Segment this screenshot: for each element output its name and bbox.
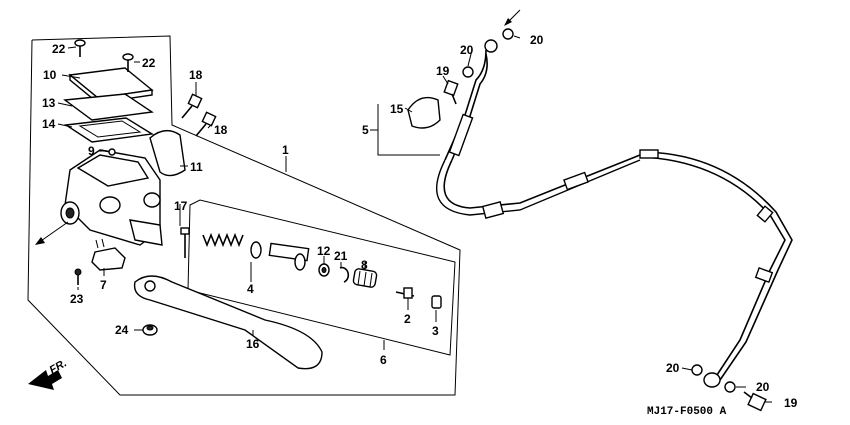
hose-cover-15	[407, 96, 441, 129]
boot-8	[352, 268, 378, 288]
callout-15: 15	[390, 102, 404, 116]
callout-20a: 20	[460, 43, 474, 57]
diaphragm-plate	[63, 93, 154, 121]
callout-2: 2	[404, 312, 411, 326]
callout-11: 11	[190, 160, 203, 174]
screw-22-left	[74, 39, 86, 57]
leader-lines	[57, 35, 772, 403]
callout-17: 17	[174, 199, 188, 213]
hose-direction-arrow	[504, 9, 521, 26]
callout-1: 1	[282, 143, 289, 157]
callout-16: 16	[246, 337, 260, 351]
nut-3	[431, 295, 442, 309]
callout-10: 10	[43, 68, 57, 82]
callout-19a: 19	[436, 64, 450, 78]
callout-12: 12	[317, 244, 331, 258]
bolt-24	[142, 324, 158, 336]
callout-18b: 18	[214, 123, 228, 137]
master-cylinder-body	[60, 149, 163, 246]
oil-bolt-19-lower	[743, 391, 767, 412]
diaphragm	[63, 117, 155, 143]
washer-12	[318, 263, 330, 277]
callout-14: 14	[42, 117, 56, 131]
bolt-18-lower	[195, 111, 217, 137]
callout-3: 3	[432, 324, 439, 338]
clutch-lever	[133, 275, 323, 370]
spring	[202, 232, 244, 248]
sealing-washer-20a	[462, 66, 474, 78]
pivot-bolt-17	[180, 227, 190, 258]
push-rod-2	[395, 287, 415, 299]
piston-set-boundary	[187, 199, 456, 356]
screw-9	[99, 148, 116, 156]
callout-7: 7	[100, 278, 107, 292]
cup	[250, 241, 262, 259]
bolt-18-upper	[181, 93, 203, 119]
oil-bolt-19-upper	[443, 79, 459, 105]
callout-8: 8	[361, 258, 368, 272]
callout-22b: 22	[142, 56, 156, 70]
screw-23	[74, 268, 82, 285]
front-direction-label: FR.	[48, 357, 69, 376]
master-cylinder-holder	[149, 130, 186, 177]
callout-20c: 20	[666, 361, 680, 375]
sealing-washer-20c	[691, 364, 703, 376]
callout-18a: 18	[189, 68, 203, 82]
piston	[268, 242, 310, 271]
diagram-code: MJ17-F0500 A	[647, 406, 727, 418]
clutch-switch	[91, 238, 126, 271]
callout-22a: 22	[52, 42, 66, 56]
circlip-21	[339, 266, 350, 283]
callout-23: 23	[70, 292, 84, 306]
clutch-hose	[436, 39, 793, 388]
assembly-boundary	[27, 35, 461, 396]
callout-5: 5	[362, 123, 369, 137]
callout-19b: 19	[784, 396, 798, 410]
body-pointer-arrow	[35, 221, 69, 245]
callout-4: 4	[247, 282, 254, 296]
callout-13: 13	[42, 96, 56, 110]
callout-21: 21	[334, 249, 348, 263]
sealing-washer-20b	[502, 28, 514, 40]
callout-20b: 20	[530, 33, 544, 47]
screw-22-right	[122, 53, 134, 72]
callout-6: 6	[380, 353, 387, 367]
callout-9: 9	[88, 144, 95, 158]
sealing-washer-20d	[724, 381, 736, 393]
callout-20d: 20	[756, 380, 770, 394]
callout-24: 24	[115, 323, 129, 337]
front-arrow-icon	[28, 370, 62, 390]
